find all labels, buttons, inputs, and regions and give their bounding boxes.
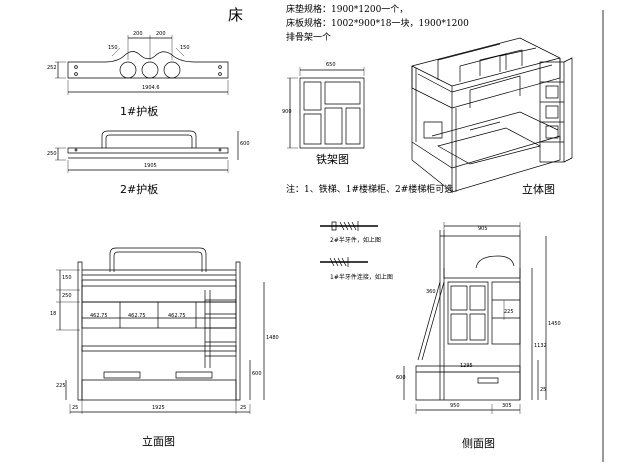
isometric-view: [412, 38, 572, 192]
side-elevation: [404, 222, 546, 414]
dim-front-150: 150: [62, 275, 72, 281]
dim-front-4625c: 462.75: [168, 313, 186, 319]
dim-frame-height: 900: [282, 109, 292, 115]
hardware-part-2-label: 2#半牙件，如上图: [330, 237, 381, 244]
spec-line-2: 床板规格：1002*900*18一块，1900*1200: [286, 19, 469, 29]
dim-side-360: 360: [426, 289, 436, 295]
dim-front-18: 18: [50, 311, 57, 317]
dim-g1-200b: 200: [156, 31, 166, 37]
dim-front-4625b: 462.75: [128, 313, 146, 319]
dim-side-1132: 1132: [534, 343, 547, 349]
dim-front-225: 225: [56, 383, 66, 389]
dim-side-600: 600: [396, 375, 406, 381]
dim-side-905: 905: [478, 226, 488, 232]
side-view-label: 侧面图: [462, 437, 495, 450]
dim-front-25b: 25: [240, 405, 247, 411]
dim-side-25: 25: [540, 387, 547, 393]
dim-front-4625a: 462.75: [90, 313, 108, 319]
spec-line-3: 排骨架一个: [286, 33, 332, 43]
drawing-title: 床: [228, 6, 244, 24]
dim-front-250: 250: [62, 293, 72, 299]
front-view-label: 立面图: [142, 435, 175, 448]
dim-g2-right: 600: [240, 141, 250, 147]
dim-side-225: 225: [504, 309, 514, 315]
front-elevation: [56, 248, 264, 414]
dim-g1-height: 252: [47, 65, 57, 71]
dim-g2-total: 1905: [144, 163, 157, 169]
dim-side-1295: 1295: [460, 363, 473, 369]
dim-side-305: 305: [502, 403, 512, 409]
iso-view-label: 立体图: [522, 183, 555, 196]
dim-front-25a: 25: [72, 405, 79, 411]
dim-front-1480: 1480: [266, 335, 279, 341]
dim-front-total: 1925: [152, 405, 165, 411]
dim-g1-150b: 150: [180, 45, 190, 51]
dim-g2-height: 250: [47, 151, 57, 157]
iron-frame-label: 铁架图: [316, 153, 349, 166]
dim-g1-total: 1904.6: [142, 85, 160, 91]
dim-g1-200a: 200: [133, 31, 143, 37]
guard-board-2: [55, 131, 238, 173]
guard-board-1-label: 1#护板: [120, 105, 159, 118]
dim-g1-150: 150: [108, 45, 118, 51]
dim-side-950: 950: [450, 403, 460, 409]
hardware-part-1-label: 1#半牙件连接，如上图: [330, 274, 393, 281]
dim-side-1450: 1450: [548, 321, 561, 327]
hardware-parts: [320, 221, 378, 267]
iron-frame: [287, 67, 364, 148]
guard-board-1: [55, 35, 228, 95]
dim-frame-width: 650: [326, 62, 336, 68]
spec-line-1: 床垫规格：1900*1200一个，: [286, 5, 409, 15]
note-text: 注：1、铁梯、1#楼梯柜、2#楼梯柜可选: [286, 185, 454, 195]
dim-front-600: 600: [252, 371, 262, 377]
guard-board-2-label: 2#护板: [120, 183, 159, 196]
